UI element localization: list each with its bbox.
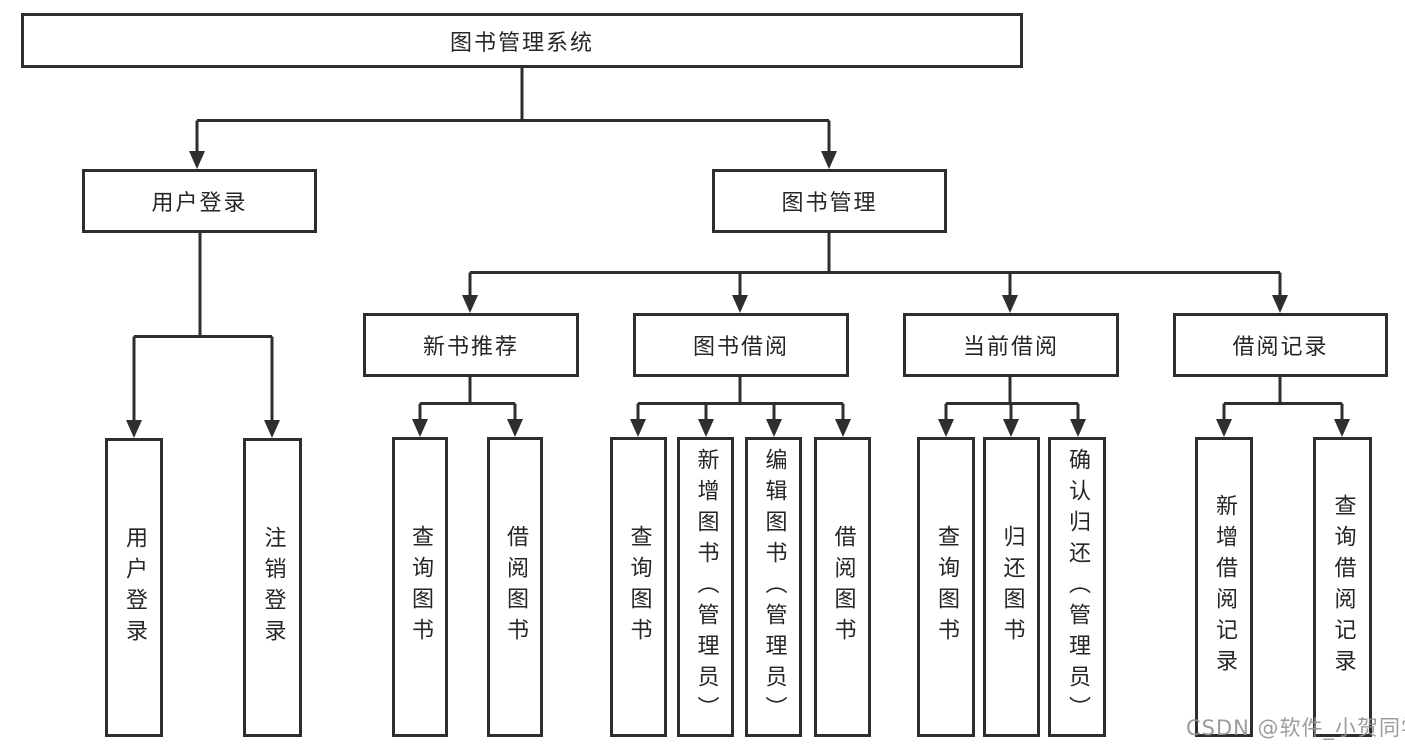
arrowhead: [1002, 295, 1018, 313]
csdn-watermark: CSDN @软件_小贺同学: [1186, 716, 1405, 740]
connector-records-to-leaves: [1222, 377, 1344, 421]
leaf-query-books-borrow: 查询图书: [610, 437, 667, 737]
leaf-query-books-current: 查询图书: [917, 437, 975, 737]
arrowhead: [1334, 419, 1350, 437]
arrowhead: [698, 419, 714, 437]
arrowhead: [126, 420, 142, 438]
leaf-confirm-return-admin: 确认归还（管理员）: [1048, 437, 1106, 737]
arrowhead: [1272, 295, 1288, 313]
arrowhead: [1003, 419, 1019, 437]
node-user-login-module: 用户登录: [82, 169, 317, 233]
leaf-user-login: 用户登录: [105, 438, 163, 737]
leaf-return-books: 归还图书: [983, 437, 1040, 737]
leaf-add-books-admin: 新增图书（管理员）: [677, 437, 734, 737]
node-borrowing-records: 借阅记录: [1173, 313, 1388, 377]
arrowhead: [189, 151, 205, 169]
leaf-logout: 注销登录: [243, 438, 302, 737]
arrowhead: [507, 419, 523, 437]
leaf-edit-books-admin: 编辑图书（管理员）: [745, 437, 802, 737]
arrowhead: [732, 295, 748, 313]
node-new-book-recommendation: 新书推荐: [363, 313, 579, 377]
arrowhead: [821, 151, 837, 169]
node-library-system: 图书管理系统: [21, 13, 1023, 68]
arrowhead: [1070, 419, 1086, 437]
leaf-query-books-recommend: 查询图书: [392, 437, 448, 737]
arrowhead: [630, 419, 646, 437]
arrowhead: [462, 295, 478, 313]
connector-user-login-to-leaves: [132, 233, 274, 422]
leaf-borrow-books-recommend: 借阅图书: [487, 437, 543, 737]
node-current-borrowing: 当前借阅: [903, 313, 1119, 377]
arrowhead: [264, 420, 280, 438]
connector-recommend-to-leaves: [418, 377, 517, 421]
node-book-borrowing: 图书借阅: [633, 313, 849, 377]
connector-current-to-leaves: [944, 377, 1080, 421]
connector-book-management-to-level3: [468, 233, 1282, 298]
arrowhead: [412, 419, 428, 437]
arrowhead: [766, 419, 782, 437]
connector-root-to-level2: [195, 68, 831, 154]
arrowhead: [938, 419, 954, 437]
leaf-query-borrow-record: 查询借阅记录: [1313, 437, 1372, 737]
leaf-borrow-books: 借阅图书: [814, 437, 871, 737]
leaf-add-borrow-record: 新增借阅记录: [1195, 437, 1253, 737]
node-book-management: 图书管理: [712, 169, 947, 233]
arrowhead: [1216, 419, 1232, 437]
connector-borrowing-to-leaves: [636, 377, 845, 421]
arrowhead: [835, 419, 851, 437]
